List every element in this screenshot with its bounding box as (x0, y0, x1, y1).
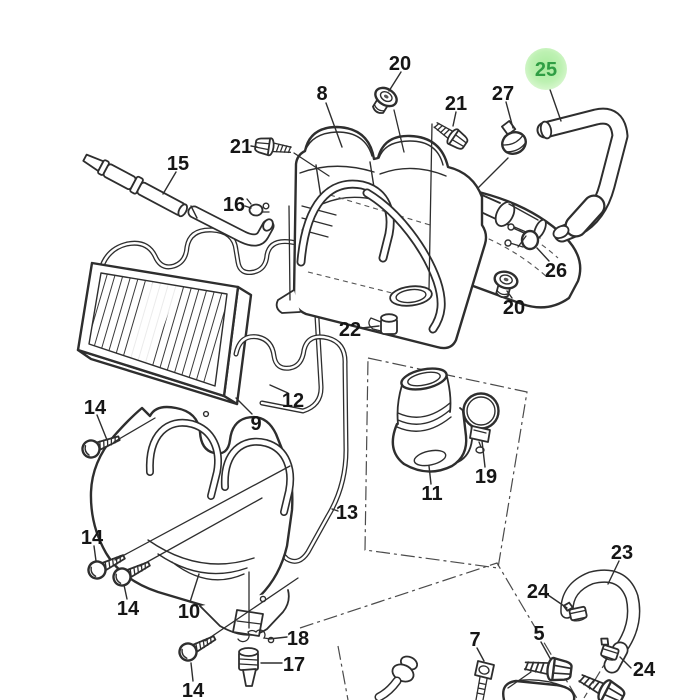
part-label-14-a[interactable]: 14 (84, 397, 107, 419)
part-7-bolt-drawing (474, 660, 495, 700)
part-5-bolt-drawing (522, 653, 574, 684)
part-label-9[interactable]: 9 (250, 413, 261, 435)
part-label-14-c[interactable]: 14 (117, 598, 140, 620)
part-21-bolt-left-drawing (253, 135, 293, 160)
assembly-lines (113, 109, 532, 689)
part-label-5[interactable]: 5 (533, 623, 544, 645)
part-label-19[interactable]: 19 (475, 466, 497, 488)
part-labels: 20 8 21 27 25 21 15 16 26 20 22 12 9 14 … (81, 53, 656, 700)
part-label-12[interactable]: 12 (282, 390, 304, 412)
part-11-intake-joint-drawing (391, 367, 474, 473)
part-label-15[interactable]: 15 (167, 153, 189, 175)
part-label-20-right[interactable]: 20 (503, 297, 525, 319)
part-25-breather-hose-drawing (536, 107, 629, 243)
part-label-23[interactable]: 23 (611, 542, 633, 564)
part-22-clip-drawing (368, 313, 398, 335)
part-label-10[interactable]: 10 (178, 601, 200, 623)
part-label-25-highlighted[interactable]: 25 (535, 59, 557, 81)
bottom-left-valve-drawing (374, 655, 419, 700)
part-label-24-b[interactable]: 24 (633, 659, 656, 681)
part-19-band-clamp-drawing (462, 392, 500, 454)
part-label-20-top[interactable]: 20 (389, 53, 411, 75)
part-label-11[interactable]: 11 (421, 483, 442, 505)
part-label-21-top[interactable]: 21 (445, 93, 467, 115)
part-label-18[interactable]: 18 (287, 628, 309, 650)
part-label-8[interactable]: 8 (316, 83, 327, 105)
part-label-14-b[interactable]: 14 (81, 527, 104, 549)
leader-lines (93, 71, 632, 682)
bottom-right-bolt-drawing (574, 666, 629, 700)
part-16-clip-drawing (246, 198, 270, 217)
part-10-case-cap-drawing (89, 405, 295, 637)
part-label-16[interactable]: 16 (223, 194, 245, 216)
part-label-13[interactable]: 13 (336, 502, 358, 524)
part-label-21-left[interactable]: 21 (230, 136, 252, 158)
part-label-24-a[interactable]: 24 (527, 581, 550, 603)
part-15-pipe-drawing (82, 153, 275, 247)
part-label-7[interactable]: 7 (469, 629, 480, 651)
part-label-22[interactable]: 22 (339, 319, 361, 341)
bottom-valve-body-drawing (502, 679, 576, 700)
part-label-27[interactable]: 27 (492, 83, 514, 105)
part-26-spring-clamp-drawing (504, 223, 540, 251)
part-27-hose-clamp-drawing (501, 120, 527, 155)
part-9-filter-element-drawing (76, 261, 253, 406)
part-label-14-d[interactable]: 14 (182, 680, 205, 700)
part-label-17[interactable]: 17 (283, 654, 305, 676)
part-label-26[interactable]: 26 (545, 260, 567, 282)
part-25-highlight-circle (525, 48, 567, 90)
part-24-clamp-a-drawing (562, 598, 589, 625)
part-17-plug-drawing (238, 647, 259, 687)
